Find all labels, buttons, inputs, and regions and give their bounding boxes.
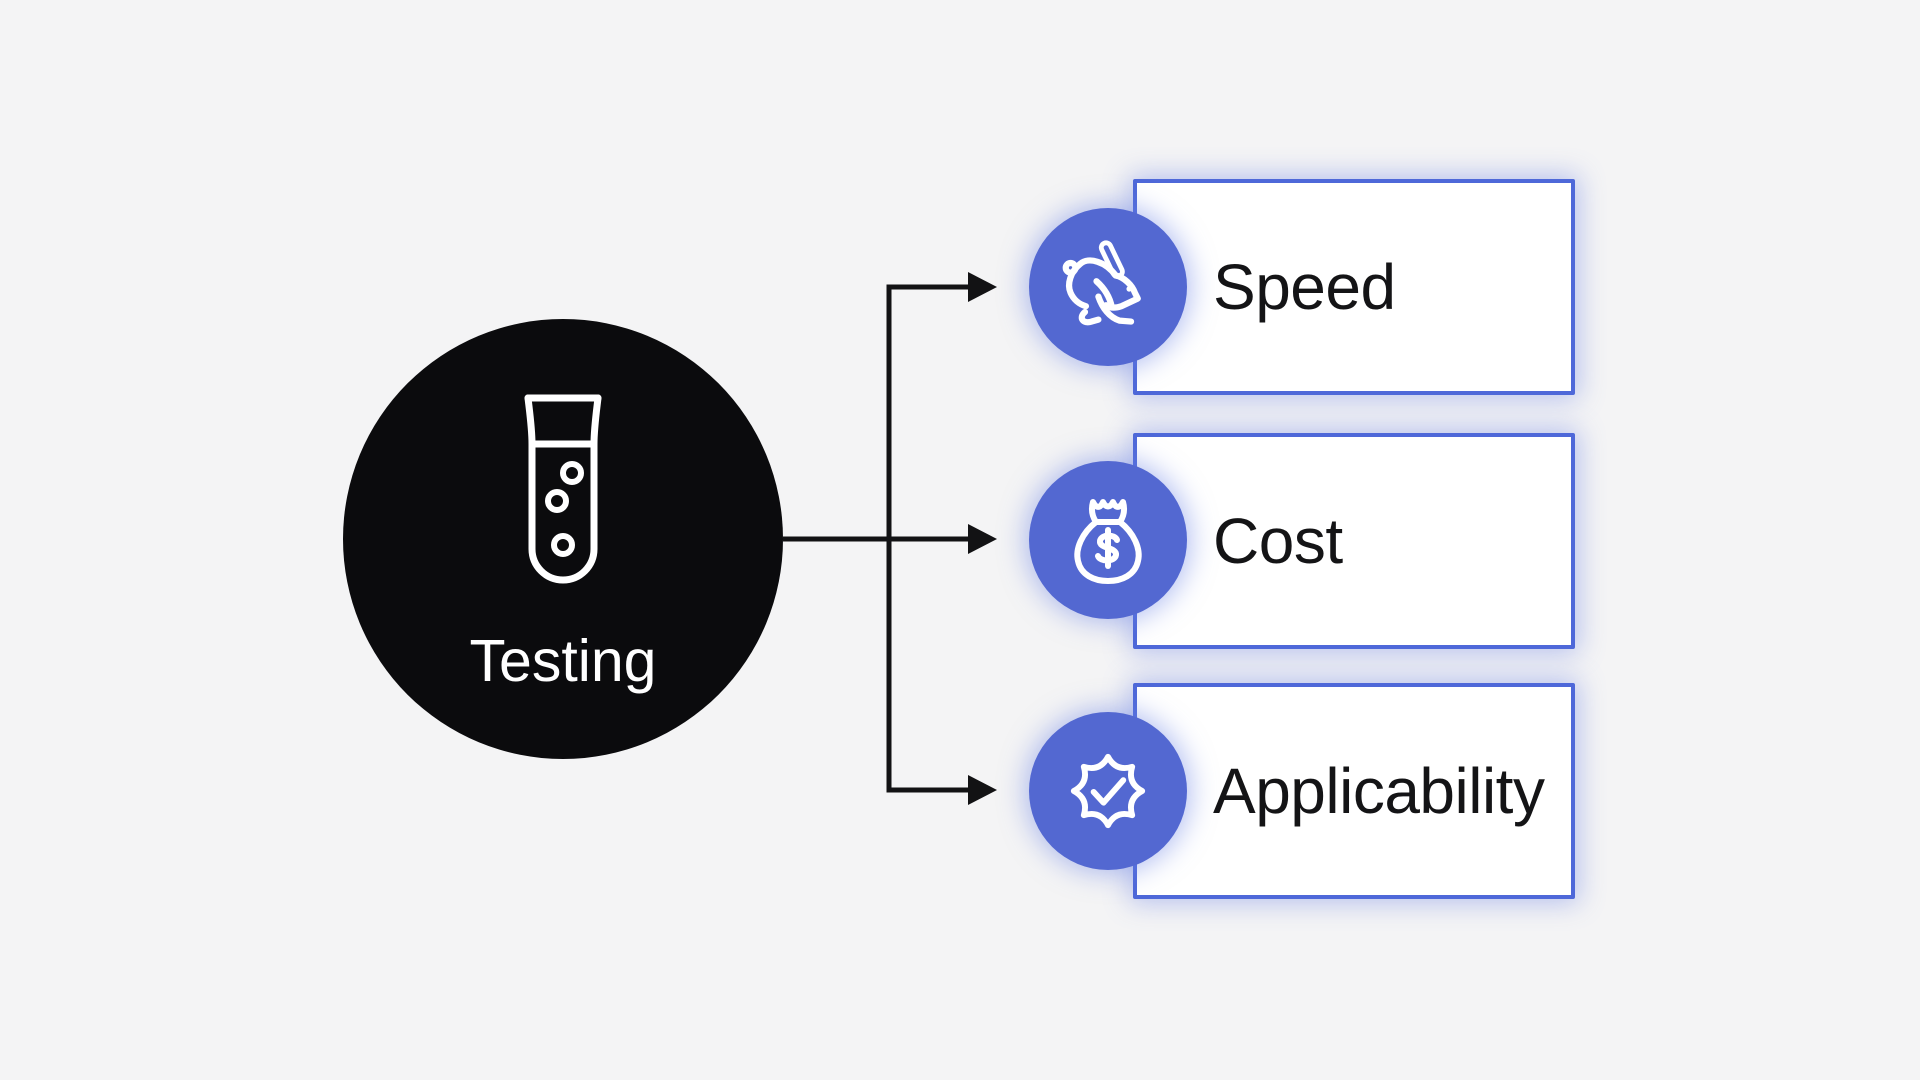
badge-check-icon [1070, 753, 1146, 829]
branch-card-applicability: Applicability [1133, 683, 1575, 899]
branch-bubble-speed [1029, 208, 1187, 366]
branch-card-label-speed: Speed [1213, 251, 1396, 323]
arrowhead-speed [968, 272, 997, 302]
branch-card-label-cost: Cost [1213, 505, 1343, 577]
arrowhead-cost [968, 524, 997, 554]
arrowhead-applicability [968, 775, 997, 805]
test-tube-icon [524, 394, 602, 583]
rabbit-icon [1062, 240, 1141, 326]
branch-bubble-cost [1029, 461, 1187, 619]
branch-bubble-applicability [1029, 712, 1187, 870]
root-node-label: Testing [469, 627, 657, 694]
connector-elbow-lines [886, 284, 968, 793]
branch-card-speed: Speed [1133, 179, 1575, 395]
root-node-testing: Testing [343, 319, 783, 759]
branch-card-label-applicability: Applicability [1213, 755, 1545, 827]
money-bag-icon [1074, 499, 1142, 584]
branch-card-cost: Cost [1133, 433, 1575, 649]
